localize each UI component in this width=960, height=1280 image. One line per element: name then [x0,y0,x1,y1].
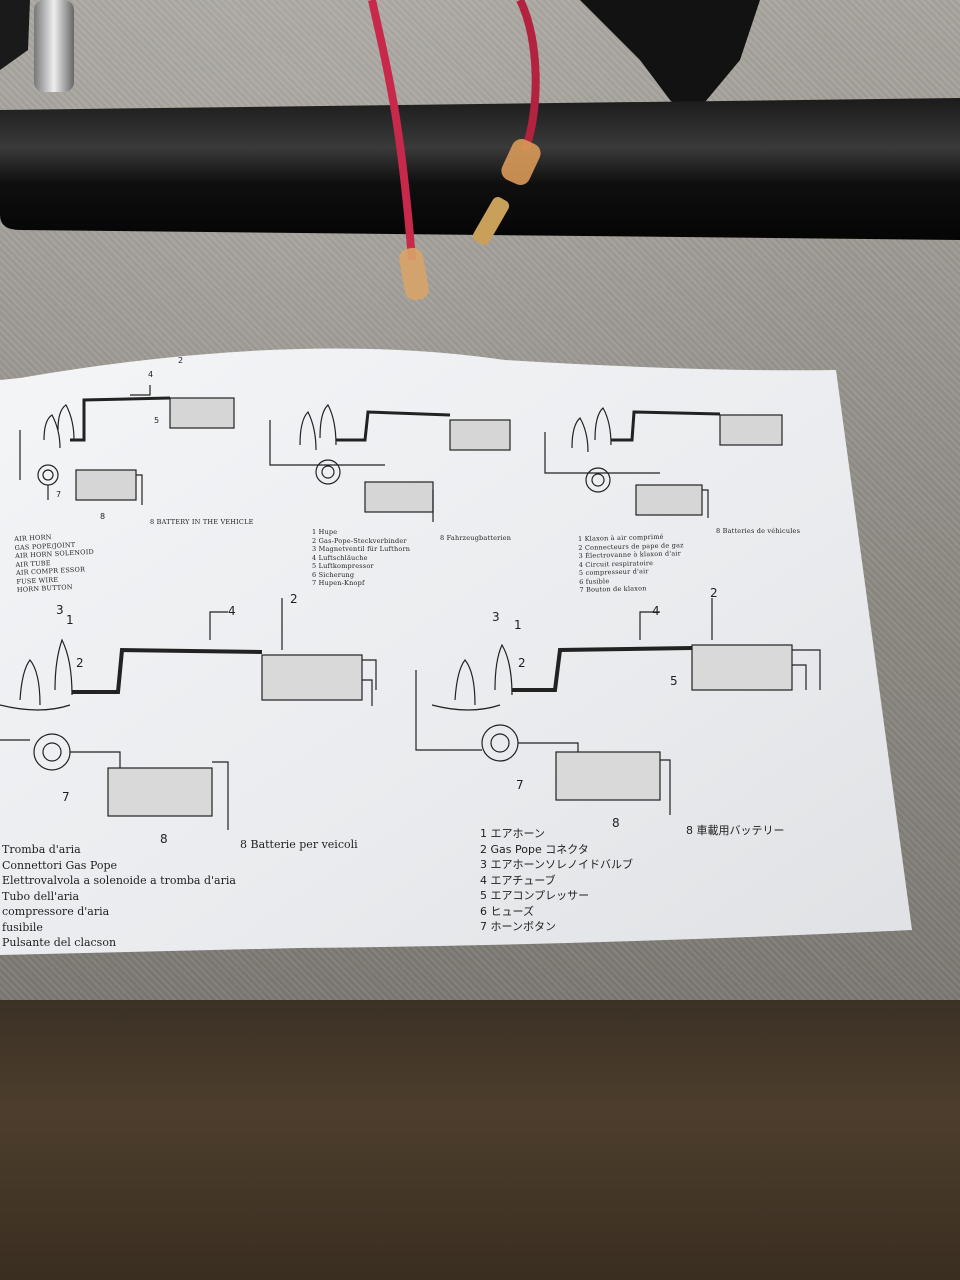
callout-number: 7 [62,790,70,804]
dark-object-left [0,0,30,70]
diagram-en [19,385,235,505]
spade-terminal [472,197,510,245]
legend-item: compressore d'aria [2,905,110,918]
callout-number: 2 [518,656,526,670]
callout-number: 5 [154,416,160,425]
red-wire-right [516,0,540,152]
red-wire-left [368,0,416,261]
horn-bell [580,0,760,120]
legend-fr: 1 Klaxon à air comprimé 2 Connecteurs de… [578,532,685,594]
legend-item: 1 エアホーン [480,827,545,840]
callout-number: 8 [612,816,620,830]
callout-number: 4 [652,604,660,618]
legend-item: 4 Luftschläuche [312,553,368,562]
callout-number: 3 [492,610,500,624]
diagram-fr [544,407,783,518]
legend-item: 6 ヒューズ [480,904,534,918]
black-horn-tube [0,98,960,240]
legend-item: 7 ホーンボタン [480,920,556,933]
legend-item: 1 Hupe [312,528,338,536]
legend-item: 3 Magnetventil für Lufthorn [312,545,411,553]
diagram-jp [415,598,821,815]
wire-connector-left [399,247,429,301]
legend-item: 2 Gas-Pope-Steckverbinder [312,536,407,545]
legend-item: 7 Hupen-Knopf [312,579,365,587]
legend-en-battery: 8 BATTERY IN THE VEHICLE [150,518,254,526]
wire-connector-right [501,139,541,185]
legend-item: 5 エアコンプレッサー [480,889,590,902]
callout-number: 1 [66,613,74,627]
callout-number: 5 [670,674,678,688]
callout-number: 7 [56,490,62,499]
legend-item: 3 エアホーンソレノイドバルブ [480,858,633,871]
diagram-de [269,404,511,522]
callout-number: 3 [56,603,64,617]
callout-number: 8 [160,832,168,846]
legend-item: Elettrovalvola a solenoide a tromba d'ar… [2,874,236,887]
callout-number: 7 [516,778,524,792]
callout-number: 2 [710,586,718,600]
callout-number: 2 [290,592,298,606]
legend-item: 5 Luftkompressor [312,562,374,570]
legend-item: 2 Gas Pope コネクタ [480,842,589,856]
legend-item: Pulsante del clacson [2,936,117,949]
legend-it: Tromba d'aria Connettori Gas Pope Elettr… [2,842,236,951]
legend-item: Tromba d'aria [2,843,81,856]
legend-item: fusibile [2,920,43,934]
legend-en: AIR HORN GAS POPE/JOINT AIR HORN SOLENOI… [14,531,96,595]
legend-de-battery: 8 Fahrzeugbatterien [440,534,512,542]
callout-number: 4 [148,370,154,379]
callout-number: 2 [178,356,184,365]
callout-number: 1 [514,618,522,632]
legend-jp-battery: 8 車載用バッテリー [686,824,785,837]
legend-jp: 1 エアホーン 2 Gas Pope コネクタ 3 エアホーンソレノイドバルブ … [480,826,633,935]
legend-item: Tubo dell'aria [2,889,80,903]
legend-it-battery: 8 Batterie per veicoli [240,838,358,851]
legend-de: 1 Hupe 2 Gas-Pope-Steckverbinder 3 Magne… [312,528,410,588]
callout-number: 2 [76,656,84,670]
callout-number: 4 [228,604,236,618]
metal-fitting [34,0,74,92]
legend-fr-battery: 8 Batteries de véhicules [716,527,801,535]
legend-item: Connettori Gas Pope [2,858,118,872]
legend-item: 4 エアチューブ [480,873,556,887]
wooden-floor [0,1000,960,1280]
legend-item: 6 Sicherung [312,570,355,579]
diagram-it [0,598,377,830]
callout-number: 8 [100,512,106,521]
